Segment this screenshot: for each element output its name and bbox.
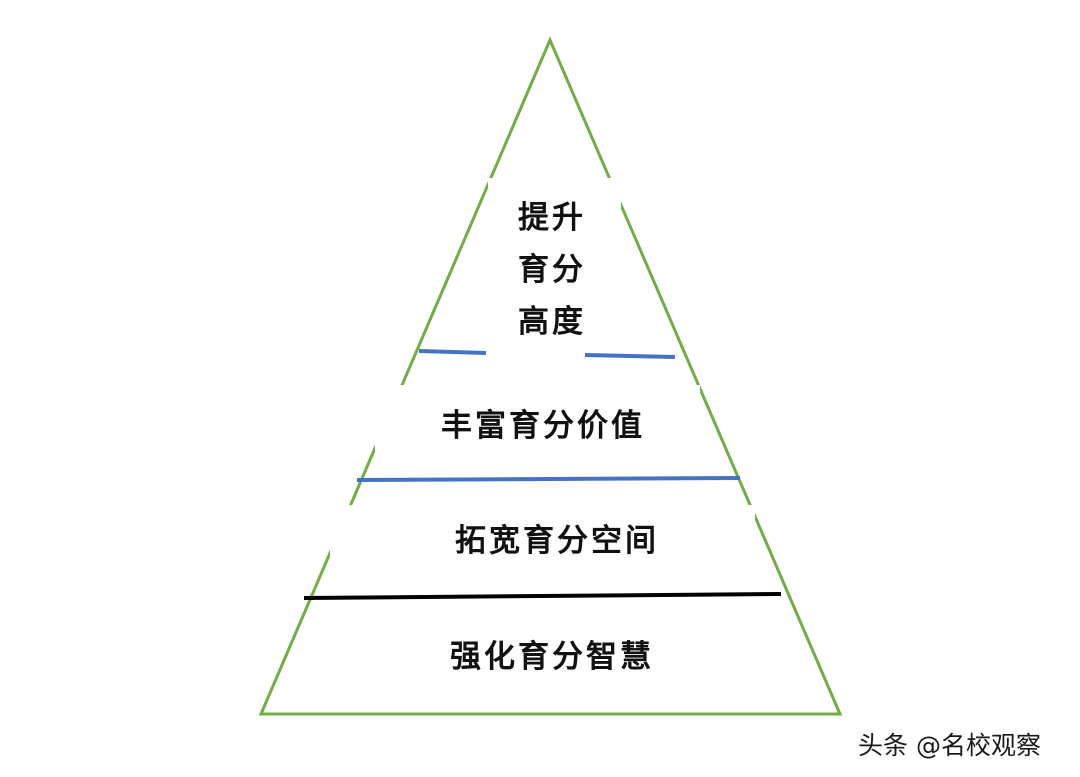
level-2-label: 丰富育分价值	[441, 408, 645, 444]
watermark: 头条 @名校观察	[858, 731, 1041, 760]
divider-1b	[584, 353, 676, 359]
pyramid-outline	[258, 36, 843, 716]
divider-2	[356, 476, 741, 482]
level-1-label-line-3: 高度	[518, 304, 586, 340]
level-3-label: 拓宽育分空间	[455, 523, 659, 559]
label-box-mask-2	[375, 385, 700, 473]
level-1-label-line-2: 育分	[518, 252, 586, 288]
level-4-label: 强化育分智慧	[450, 639, 654, 675]
label-box-mask-3	[330, 505, 755, 587]
divider-3	[303, 592, 782, 600]
level-1-label-line-1: 提升	[518, 200, 586, 236]
label-box-mask-top	[488, 178, 621, 356]
divider-1	[418, 349, 487, 355]
